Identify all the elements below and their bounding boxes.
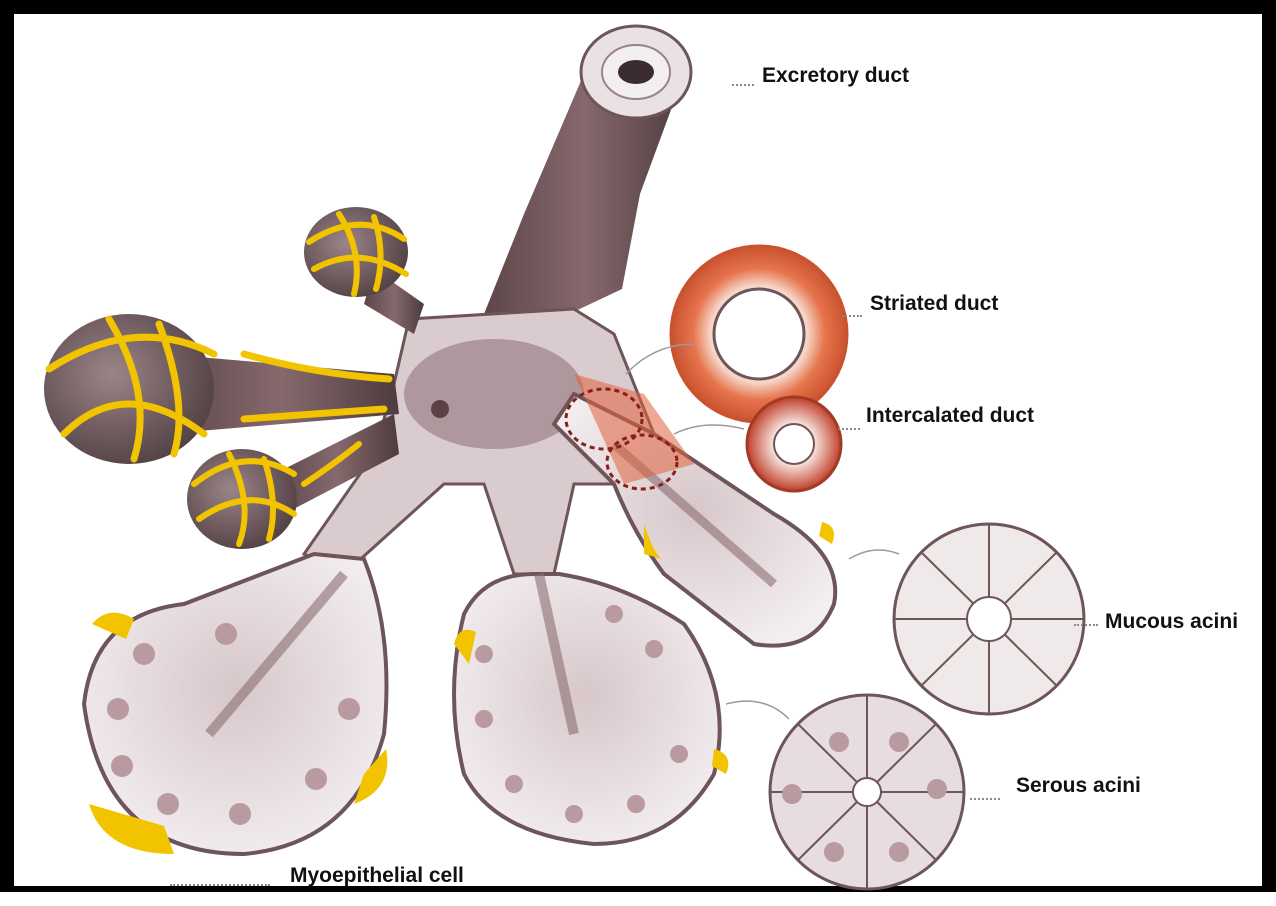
leader-mucous-acini: [1074, 624, 1098, 626]
leader-striated-duct: [842, 315, 862, 317]
label-intercalated-duct: Intercalated duct: [866, 404, 1034, 428]
salivary-gland-illustration: [14, 14, 1276, 906]
label-striated-duct: Striated duct: [870, 292, 998, 316]
leader-myoepithelial-cell: [170, 884, 270, 886]
label-mucous-acini: Mucous acini: [1105, 610, 1238, 634]
excretory-duct: [484, 26, 691, 314]
leader-serous-acini: [970, 798, 1000, 800]
label-myoepithelial-cell: Myoepithelial cell: [290, 864, 464, 888]
serous-acinus-center: [454, 574, 728, 844]
striated-duct-cross-section: [626, 246, 847, 422]
leader-intercalated-duct: [838, 428, 860, 430]
leader-excretory-duct: [732, 84, 754, 86]
label-serous-acini: Serous acini: [1016, 774, 1141, 798]
serous-acinus-large-left: [84, 554, 387, 854]
label-excretory-duct: Excretory duct: [762, 64, 909, 88]
serous-acinus-cross-section: [726, 695, 964, 889]
wrapped-acinus-top: [304, 207, 424, 334]
mucous-acinus-cross-section: [849, 524, 1084, 714]
